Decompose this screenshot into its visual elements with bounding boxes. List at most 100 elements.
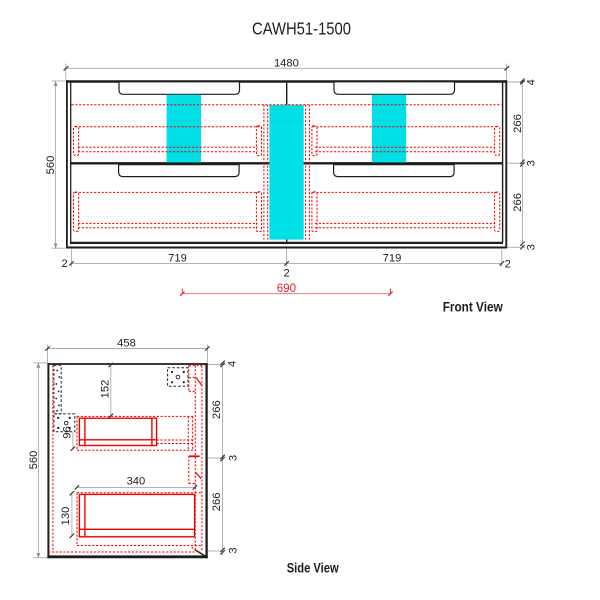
ur-box-right-cap (494, 125, 501, 156)
lower-recess-groove (195, 471, 202, 480)
tick (503, 65, 510, 71)
chain-label-266b: 266 (211, 493, 223, 512)
tick (74, 484, 80, 491)
side-dim-top-clearance: 152 (100, 362, 114, 419)
dim-width-label: 1480 (274, 58, 299, 70)
dim-130-label: 130 (60, 507, 72, 526)
tick (519, 161, 526, 168)
fixing-block-left (53, 413, 76, 433)
bottom-label-719b: 719 (383, 252, 402, 264)
arrow-down (36, 553, 41, 558)
dim-152-label: 152 (100, 380, 112, 399)
tick (219, 547, 226, 553)
side-dim-height: 560 (28, 362, 47, 559)
front-plumbing-zones (166, 94, 407, 240)
speckle-dot (170, 370, 174, 374)
ll-box-right-cap (255, 191, 262, 233)
speckle-dot (57, 390, 60, 393)
tick (519, 78, 526, 84)
tick (108, 362, 114, 368)
back-batten-strip (53, 364, 62, 415)
front-drawer-internals (71, 104, 502, 240)
tick (219, 362, 226, 368)
speckle-dots (55, 369, 185, 430)
side-dim-top-drawer: 96 (62, 426, 76, 452)
speckle-dot (182, 381, 185, 384)
side-dim-depth: 458 (44, 337, 211, 363)
ll-box-left-cap (73, 191, 80, 232)
front-view: 1480 560 (45, 58, 537, 316)
front-dim-height: 560 (45, 80, 66, 249)
speckle-dot (170, 381, 174, 384)
front-drawer-handles (118, 81, 456, 178)
screw-hole-left (63, 420, 69, 426)
handle-bottom-left (118, 164, 240, 178)
tick (69, 533, 75, 539)
front-dim-drain-spacing: 690 (179, 282, 394, 297)
chain-label-3b: 3 (525, 244, 537, 250)
side-dim-drawer-depth: 340 (74, 475, 198, 491)
speckle-dot (55, 397, 58, 400)
tick (68, 260, 75, 267)
side-fixing-blocks (53, 364, 189, 433)
ul-box-left-cap (73, 125, 80, 156)
fixing-block-right (167, 367, 189, 387)
speckle-dot (56, 409, 58, 412)
chain-label-4: 4 (525, 79, 537, 85)
speckle-dot (182, 370, 185, 374)
ul-box-right-cap (255, 125, 262, 157)
drawing-title: CAWH51-1500 (252, 19, 351, 39)
front-dim-width: 1480 (63, 58, 510, 80)
plumbing-zone-center (269, 104, 304, 240)
lr-box-right-cap (494, 191, 501, 232)
chain-label-266a: 266 (211, 400, 223, 419)
side-dim-right-chain: 4 266 3 266 3 (208, 360, 239, 556)
dim-drain-label: 690 (277, 282, 296, 295)
front-dim-bottom-chain: 2 719 2 719 2 (61, 248, 511, 280)
tick (192, 484, 198, 491)
plumbing-zone-right (371, 94, 407, 163)
chain-label-266a: 266 (512, 114, 524, 133)
upper-recess-groove (195, 377, 203, 386)
speckle-dot (68, 426, 71, 430)
handle-top-left (118, 81, 241, 95)
tick (219, 454, 226, 460)
speckle-dot (58, 404, 60, 407)
speckle-dot (58, 376, 61, 378)
arrow-up (53, 81, 58, 86)
tick (219, 360, 226, 366)
speckle-dot (57, 426, 60, 430)
chain-label-4: 4 (226, 361, 238, 367)
handle-bottom-right (333, 164, 455, 178)
tick (519, 79, 526, 86)
chain-label-3b: 3 (227, 547, 239, 553)
side-view-label: Side View (287, 560, 340, 576)
tick (283, 260, 290, 267)
tick (44, 345, 51, 352)
tick (219, 456, 226, 462)
front-dim-right-chain: 4 266 3 266 3 (507, 78, 537, 250)
bottom-label-719a: 719 (168, 252, 187, 264)
chain-label-3a: 3 (525, 160, 537, 166)
handle-top-right (333, 81, 456, 95)
dim-96-label: 96 (62, 426, 74, 438)
side-ubox-solid (78, 417, 158, 447)
speckle-dot (68, 416, 71, 419)
dim-340-label: 340 (127, 475, 146, 487)
arrow-up (36, 363, 41, 368)
tick (519, 241, 526, 247)
side-dim-bottom-drawer: 130 (60, 490, 75, 539)
side-bottom-corner-diagonal (194, 549, 208, 558)
speckle-dot (57, 416, 60, 419)
dim-depth-label: 458 (117, 337, 136, 349)
side-internals (48, 365, 205, 554)
speckle-dot (56, 369, 59, 372)
dim-height-label: 560 (28, 451, 40, 470)
plumbing-zone-left (166, 94, 201, 163)
side-view: 458 560 152 96 (28, 337, 339, 576)
tick (70, 445, 76, 452)
ur-box-left-cap (311, 125, 318, 157)
bottom-label-2c: 2 (505, 259, 511, 271)
